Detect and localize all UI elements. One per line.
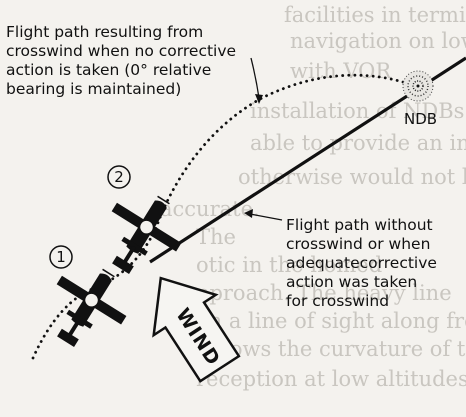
aircraft-2-icon — [111, 195, 182, 275]
aircraft-2-number: 2 — [114, 168, 124, 186]
bg-text-line: able to provide an instrument approa — [250, 131, 466, 155]
callout-top-arrow — [250, 57, 263, 104]
callout-line: crosswind when no corrective — [6, 42, 236, 60]
ndb-station-icon — [402, 70, 434, 102]
bg-text-line: with VOR — [290, 59, 392, 83]
callout-right-arrow — [244, 209, 283, 221]
background-page-text: facilities in terminal areas and navigat… — [160, 3, 466, 391]
callout-crosswind-path: Flight path resulting from crosswind whe… — [6, 23, 236, 98]
bg-text-line: on a line of sight along from the bu — [196, 309, 466, 333]
bg-text-line: facilities in terminal areas and — [284, 3, 466, 27]
bg-text-line: installation of NDBs many smaller airp — [250, 99, 466, 123]
callout-straight-path: Flight path without crosswind or when ad… — [286, 216, 437, 310]
bg-text-line: pproach. The heavy line — [196, 281, 452, 305]
aircraft-1-icon — [56, 268, 127, 348]
callout-line: action is taken (0° relative — [6, 61, 211, 79]
callout-line: for crosswind — [286, 292, 389, 310]
bg-text-line: reception at low altitudes over great di… — [196, 367, 466, 391]
bg-text-line: navigation on low — [290, 29, 466, 53]
callout-line: adequatecorrective — [286, 254, 437, 272]
aircraft-2-marker: 2 — [107, 165, 131, 189]
aircraft-1-marker: 1 — [49, 245, 73, 269]
callout-line: Flight path resulting from — [6, 23, 203, 41]
bg-text-line: otic in the homed — [196, 253, 382, 277]
aircraft-1-number: 1 — [56, 248, 66, 266]
callout-line: Flight path without — [286, 216, 433, 234]
curved-flight-path — [31, 73, 417, 360]
callout-line: action was taken — [286, 273, 417, 291]
bg-text-line: otherwise would not be economically fe — [238, 165, 466, 189]
ndb-label: NDB — [404, 110, 437, 128]
callout-line: crosswind or when — [286, 235, 430, 253]
callout-line: bearing is maintained) — [6, 80, 181, 98]
bg-text-line: follows the curvature of the earth — [196, 337, 466, 361]
